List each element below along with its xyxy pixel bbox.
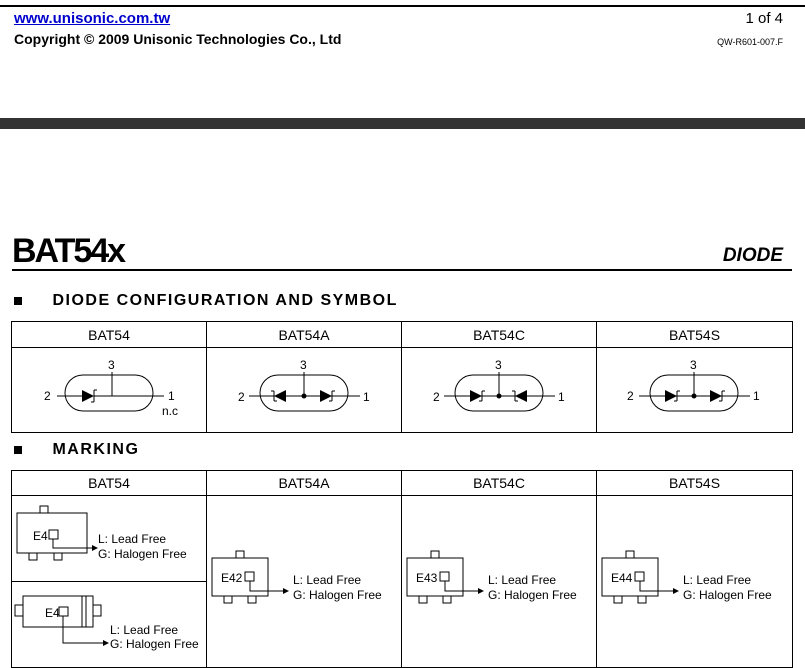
pin1-label: 1 [558, 390, 565, 404]
page-title: BAT54x [12, 232, 126, 270]
marking-header-bat54a: BAT54A [206, 470, 402, 496]
copyright: Copyright © 2009 Unisonic Technologies C… [14, 31, 342, 47]
bat54-symbol: 3 2 1 n.c [44, 358, 178, 418]
config-header-bat54s: BAT54S [596, 321, 793, 348]
section-config-title: DIODE CONFIGURATION AND SYMBOL [52, 292, 398, 309]
pin2-label: 2 [238, 390, 245, 404]
header-top-rule [0, 5, 805, 7]
website-link[interactable]: www.unisonic.com.tw [14, 10, 171, 27]
marking-bat54s: E44 L: Lead Free G: Halogen Free [596, 495, 793, 668]
bat54s-symbol: 3 2 1 [627, 358, 760, 412]
lead-free-legend: L: Lead Free [683, 573, 751, 587]
pin3-label: 3 [690, 358, 697, 372]
marking-bat54a: E42 L: Lead Free G: Halogen Free [206, 495, 402, 668]
marking-code: E44 [611, 571, 633, 585]
title-rule [12, 269, 792, 271]
bat54s-marking: E44 L: Lead Free G: Halogen Free [601, 550, 772, 604]
document-number: QW-R601-007.F [717, 37, 783, 47]
config-header-bat54c: BAT54C [401, 321, 597, 348]
pin3-label: 3 [495, 358, 502, 372]
section-config-heading: DIODE CONFIGURATION AND SYMBOL [14, 292, 398, 310]
lead-free-legend: L: Lead Free [98, 532, 166, 546]
pin3-label: 3 [108, 358, 115, 372]
marking-header-bat54c: BAT54C [401, 470, 597, 496]
marking-header-bat54: BAT54 [11, 470, 207, 496]
marking-header-bat54s: BAT54S [596, 470, 793, 496]
marking-table: BAT54 BAT54A BAT54C BAT54S E4 L: Lead Fr… [11, 470, 793, 668]
section-marking-title: MARKING [52, 441, 140, 458]
config-header-bat54: BAT54 [11, 321, 207, 348]
marking-code: E4 [45, 606, 60, 620]
bat54a-marking: E42 L: Lead Free G: Halogen Free [211, 550, 382, 604]
lead-free-legend: L: Lead Free [488, 573, 556, 587]
pin1-label: 1 [363, 390, 370, 404]
section-marking-heading: MARKING [14, 441, 139, 459]
marking-bat54-sot23: E4 L: Lead Free G: Halogen Free [11, 495, 207, 582]
config-header-bat54a: BAT54A [206, 321, 402, 348]
bat54a-symbol: 3 2 1 [238, 358, 370, 412]
halogen-free-legend: G: Halogen Free [683, 588, 772, 602]
bullet-icon [14, 297, 22, 305]
config-symbol-bat54a: 3 2 1 [206, 347, 402, 433]
config-symbol-bat54s: 3 2 1 [596, 347, 793, 433]
marking-code: E42 [221, 571, 243, 585]
bat54-marking-sot23: E4 L: Lead Free G: Halogen Free [16, 505, 187, 561]
bat54-marking-sod: E4 L: Lead Free G: Halogen Free [14, 595, 199, 651]
bat54c-symbol: 3 2 1 [433, 358, 565, 412]
bat54c-marking: E43 L: Lead Free G: Halogen Free [406, 550, 577, 604]
nc-label: n.c [162, 404, 178, 418]
pin2-label: 2 [433, 390, 440, 404]
header-band [0, 118, 805, 129]
bullet-icon [14, 446, 22, 454]
config-symbol-bat54: 3 2 1 n.c [11, 347, 207, 433]
pin2-label: 2 [627, 389, 634, 403]
lead-free-legend: L: Lead Free [110, 623, 178, 637]
pin3-label: 3 [300, 358, 307, 372]
page-number: 1 of 4 [745, 10, 783, 27]
marking-code: E43 [416, 571, 438, 585]
marking-code: E4 [33, 529, 48, 543]
category-label: DIODE [722, 245, 783, 266]
pin2-label: 2 [44, 389, 51, 403]
pin1-label: 1 [168, 389, 175, 403]
config-symbol-bat54c: 3 2 1 [401, 347, 597, 433]
halogen-free-legend: G: Halogen Free [110, 637, 199, 651]
halogen-free-legend: G: Halogen Free [293, 588, 382, 602]
config-table: BAT54 BAT54A BAT54C BAT54S 3 2 1 n.c [11, 321, 793, 433]
marking-bat54-sod: E4 L: Lead Free G: Halogen Free [11, 581, 207, 668]
halogen-free-legend: G: Halogen Free [488, 588, 577, 602]
halogen-free-legend: G: Halogen Free [98, 547, 187, 561]
lead-free-legend: L: Lead Free [293, 573, 361, 587]
marking-bat54c: E43 L: Lead Free G: Halogen Free [401, 495, 597, 668]
pin1-label: 1 [753, 389, 760, 403]
